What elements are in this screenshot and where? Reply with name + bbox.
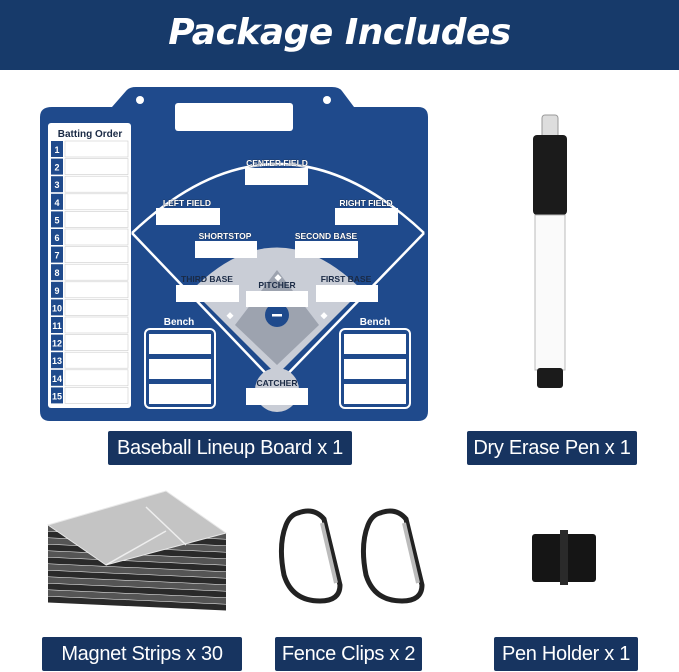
magnet-strip-top xyxy=(46,490,228,566)
batting-number-cell xyxy=(51,158,63,175)
second-base-box[interactable] xyxy=(295,241,358,258)
first-base-label: FIRST BASE xyxy=(321,274,372,284)
batting-slot[interactable] xyxy=(64,281,129,299)
batting-number: 10 xyxy=(52,303,62,313)
bench-left-panel xyxy=(144,328,216,409)
outfield-arc xyxy=(131,162,425,234)
shortstop-box[interactable] xyxy=(195,241,257,258)
batting-number: 2 xyxy=(54,163,59,173)
batting-number-cell xyxy=(51,387,63,404)
batting-number: 11 xyxy=(52,321,62,331)
magnet-strip xyxy=(48,557,226,572)
batting-slot[interactable] xyxy=(64,228,129,246)
batting-number: 9 xyxy=(54,286,59,296)
magnets-caption: Magnet Strips x 30 xyxy=(42,637,242,671)
batting-number: 6 xyxy=(54,233,59,243)
magnet-strips xyxy=(46,490,228,611)
team-name-box xyxy=(175,103,293,131)
pitcher-label: PITCHER xyxy=(258,280,295,290)
batting-number-cell xyxy=(51,334,63,351)
magnet-strip xyxy=(48,596,226,611)
batting-number-cell xyxy=(51,264,63,281)
board-caption: Baseball Lineup Board x 1 xyxy=(108,431,352,465)
batting-number: 5 xyxy=(54,215,59,225)
batting-slot[interactable] xyxy=(64,193,129,211)
shortstop-label: SHORTSTOP xyxy=(199,231,252,241)
batting-slot[interactable] xyxy=(64,316,129,334)
header-banner xyxy=(0,0,679,70)
batting-number-cell xyxy=(51,317,63,333)
carabiner-icon xyxy=(278,508,343,604)
hang-hole xyxy=(323,96,331,104)
second-base-label: SECOND BASE xyxy=(295,231,358,241)
batting-slot[interactable] xyxy=(64,387,129,404)
batting-slot[interactable] xyxy=(64,351,129,369)
left-field-box[interactable] xyxy=(156,208,220,225)
batting-number-cell xyxy=(51,352,63,369)
position-boxes xyxy=(156,168,398,405)
batting-order-title: Batting Order xyxy=(58,129,123,140)
magnet-strip xyxy=(48,583,226,598)
batting-slot[interactable] xyxy=(64,334,129,351)
pen-cap xyxy=(533,135,567,215)
magnet-strip xyxy=(48,590,226,604)
catcher-box[interactable] xyxy=(246,388,308,405)
third-base-label: THIRD BASE xyxy=(181,274,233,284)
clips-caption: Fence Clips x 2 xyxy=(275,637,422,671)
magnet-strip xyxy=(48,570,226,585)
fence-clips xyxy=(278,508,425,604)
batting-slot[interactable] xyxy=(64,140,129,158)
batting-slot[interactable] xyxy=(64,369,129,387)
batting-number-cell xyxy=(51,299,63,316)
batting-number-cell xyxy=(51,193,63,210)
dry-erase-pen xyxy=(533,114,567,388)
batting-number: 8 xyxy=(54,268,59,278)
batting-slot[interactable] xyxy=(64,211,129,228)
pitcher-box[interactable] xyxy=(246,291,308,307)
batting-number-cell xyxy=(51,246,63,263)
batting-number: 13 xyxy=(52,356,62,366)
batting-slot[interactable] xyxy=(64,263,129,281)
holder-caption: Pen Holder x 1 xyxy=(494,637,638,671)
page-title: Package Includes xyxy=(168,12,511,53)
pen-holder xyxy=(532,530,596,585)
pen-caption: Dry Erase Pen x 1 xyxy=(467,431,637,465)
batting-number-cell xyxy=(51,369,63,386)
batting-number: 4 xyxy=(54,198,59,208)
batting-number-cell xyxy=(51,176,63,193)
batting-number: 12 xyxy=(52,339,62,349)
right-field-label: RIGHT FIELD xyxy=(339,198,392,208)
batting-number-cell xyxy=(51,211,63,228)
batting-number-cell xyxy=(51,281,63,298)
catcher-label: CATCHER xyxy=(257,378,298,388)
batting-number: 15 xyxy=(52,391,62,401)
batting-number-cell xyxy=(51,229,63,245)
batting-number: 3 xyxy=(54,180,59,190)
bench-right-label: Bench xyxy=(360,317,391,328)
magnet-strip xyxy=(48,564,226,578)
bench-right-panel xyxy=(339,328,411,409)
third-base-box[interactable] xyxy=(176,285,239,302)
magnet-strip xyxy=(48,577,226,591)
first-base-box[interactable] xyxy=(316,285,378,302)
carabiner-icon xyxy=(360,508,425,604)
batting-slot[interactable] xyxy=(64,158,129,175)
batting-number: 14 xyxy=(52,374,62,384)
batting-number-cell xyxy=(51,141,63,157)
batting-slot[interactable] xyxy=(64,299,129,316)
right-field-box[interactable] xyxy=(335,208,398,225)
center-field-box[interactable] xyxy=(245,168,308,185)
bench-left-label: Bench xyxy=(164,317,195,328)
batting-slot[interactable] xyxy=(64,175,129,193)
batting-number: 7 xyxy=(54,251,59,261)
batting-slot[interactable] xyxy=(64,246,129,263)
left-field-label: LEFT FIELD xyxy=(163,198,211,208)
center-field-label: CENTER FIELD xyxy=(246,158,308,168)
batting-number: 1 xyxy=(54,145,59,155)
hang-hole xyxy=(136,96,144,104)
